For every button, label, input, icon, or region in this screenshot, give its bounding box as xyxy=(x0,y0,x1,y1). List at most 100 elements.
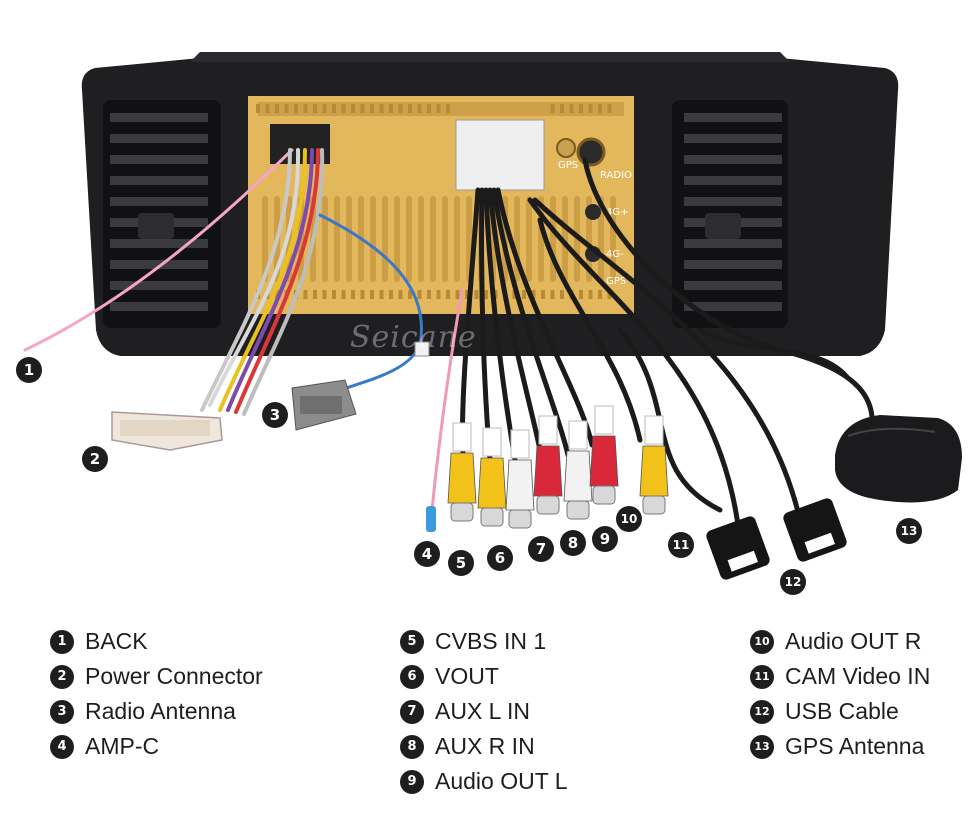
vent-slot xyxy=(341,290,346,299)
4g-plus-label: 4G+ xyxy=(606,207,629,218)
vent-slot xyxy=(417,290,422,299)
callout-10: 10 xyxy=(616,506,642,532)
vent-slot xyxy=(408,290,412,299)
vent-slot xyxy=(607,104,612,113)
legend-label: VOUT xyxy=(435,663,499,689)
callout-8: 8 xyxy=(560,530,586,556)
vent-slot xyxy=(334,196,340,282)
head-unit-illustration: GPS RADIO 4G+ 4G- GPS xyxy=(23,52,962,580)
vent-slot xyxy=(579,290,583,299)
legend-badge: 12 xyxy=(750,699,774,724)
radio-port-label: RADIO xyxy=(600,170,632,181)
callout-11: 11 xyxy=(668,532,694,558)
legend-badge: 1 xyxy=(50,629,74,654)
amp-c-tip xyxy=(426,506,436,532)
legend-badge: 3 xyxy=(50,699,74,724)
legend-badge: 11 xyxy=(750,664,774,689)
legend-column-2: 5 CVBS IN 1 6 VOUT 7 AUX L IN 8 AUX R IN… xyxy=(400,624,568,799)
rca-plugs xyxy=(447,405,669,529)
vent-slot xyxy=(522,290,526,299)
gps2-port-label: GPS xyxy=(606,276,626,287)
legend-item-usb-cable: 12 USB Cable xyxy=(750,694,930,729)
legend-badge: 13 xyxy=(750,734,774,759)
vent-slot xyxy=(550,290,555,299)
vent-slot xyxy=(436,290,441,299)
vent-slot xyxy=(313,104,317,113)
legend-item-audio-out-r: 10 Audio OUT R xyxy=(750,624,930,659)
vent-slot xyxy=(427,290,431,299)
vent-slot xyxy=(322,104,327,113)
legend-label: AUX L IN xyxy=(435,698,531,724)
rca-plug-audio-out-r xyxy=(589,405,619,505)
vent-slot xyxy=(418,196,424,282)
callout-6: 6 xyxy=(487,545,513,571)
gps-port xyxy=(556,138,576,158)
vent-slot xyxy=(562,196,568,282)
rca-plug-aux-l-in xyxy=(505,429,535,529)
vent-slot xyxy=(465,290,469,299)
wiring-diagram: GPS RADIO 4G+ 4G- GPS xyxy=(16,52,962,595)
vent-slot xyxy=(351,290,355,299)
legend-label: CVBS IN 1 xyxy=(435,628,547,654)
vent-slot xyxy=(313,290,317,299)
vent-slot xyxy=(436,104,441,113)
4g-minus-label: 4G- xyxy=(606,249,624,260)
radio-port xyxy=(576,137,606,167)
vent-slot xyxy=(346,196,352,282)
vent-slot xyxy=(389,104,393,113)
amp-c-wire xyxy=(430,288,464,512)
rca-plug-cvbs-in-1 xyxy=(447,422,477,522)
vent-slot xyxy=(474,290,479,299)
legend-item-back: 1 BACK xyxy=(50,624,263,659)
vent-slot xyxy=(598,290,602,299)
rca-plug-audio-out-l xyxy=(563,420,593,520)
callout-13: 13 xyxy=(896,518,922,544)
legend-badge: 7 xyxy=(400,699,424,724)
vent-slot xyxy=(256,104,260,113)
rca-plug-vout xyxy=(477,427,507,527)
vent-slot xyxy=(294,104,298,113)
callout-4: 4 xyxy=(414,541,440,567)
legend-column-3: 10 Audio OUT R 11 CAM Video IN 12 USB Ca… xyxy=(750,624,930,764)
vent-slot xyxy=(446,104,450,113)
vent-slot xyxy=(526,196,532,282)
vent-slot xyxy=(598,104,602,113)
vent-slot xyxy=(427,104,431,113)
vent-slot xyxy=(417,104,422,113)
vent-slot xyxy=(598,196,604,282)
vent-slot xyxy=(389,290,393,299)
legend-item-aux-r-in: 8 AUX R IN xyxy=(400,729,568,764)
legend-item-radio-antenna: 3 Radio Antenna xyxy=(50,694,263,729)
legend-badge: 10 xyxy=(750,629,774,654)
vent-slot xyxy=(588,290,593,299)
vent-slot xyxy=(394,196,400,282)
4g-plus-port xyxy=(585,204,601,220)
gps-antenna-puck xyxy=(835,415,962,503)
callout-1: 1 xyxy=(16,357,42,383)
vent-slot xyxy=(531,290,536,299)
vent-slot xyxy=(560,104,564,113)
vent-slot xyxy=(430,196,436,282)
legend-badge: 2 xyxy=(50,664,74,689)
vent-slot xyxy=(408,104,412,113)
vent-slot xyxy=(341,104,346,113)
vent-slot xyxy=(303,290,308,299)
legend-label: AUX R IN xyxy=(435,733,535,759)
vent-slot xyxy=(560,290,564,299)
vent-slot xyxy=(550,104,555,113)
vent-slot xyxy=(569,104,574,113)
vent-slot xyxy=(303,104,308,113)
legend-item-cvbs-in-1: 5 CVBS IN 1 xyxy=(400,624,568,659)
legend-badge: 9 xyxy=(400,769,424,794)
legend-badge: 5 xyxy=(400,629,424,654)
legend-column-1: 1 BACK 2 Power Connector 3 Radio Antenna… xyxy=(50,624,263,764)
legend-label: Power Connector xyxy=(85,663,263,689)
vent-slot xyxy=(398,104,403,113)
vent-slot xyxy=(284,104,289,113)
vent-slot xyxy=(455,290,460,299)
legend-item-aux-l-in: 7 AUX L IN xyxy=(400,694,568,729)
legend-item-gps-antenna: 13 GPS Antenna xyxy=(750,729,930,764)
vent-slot xyxy=(360,104,365,113)
legend-badge: 6 xyxy=(400,664,424,689)
vent-slot xyxy=(484,290,488,299)
